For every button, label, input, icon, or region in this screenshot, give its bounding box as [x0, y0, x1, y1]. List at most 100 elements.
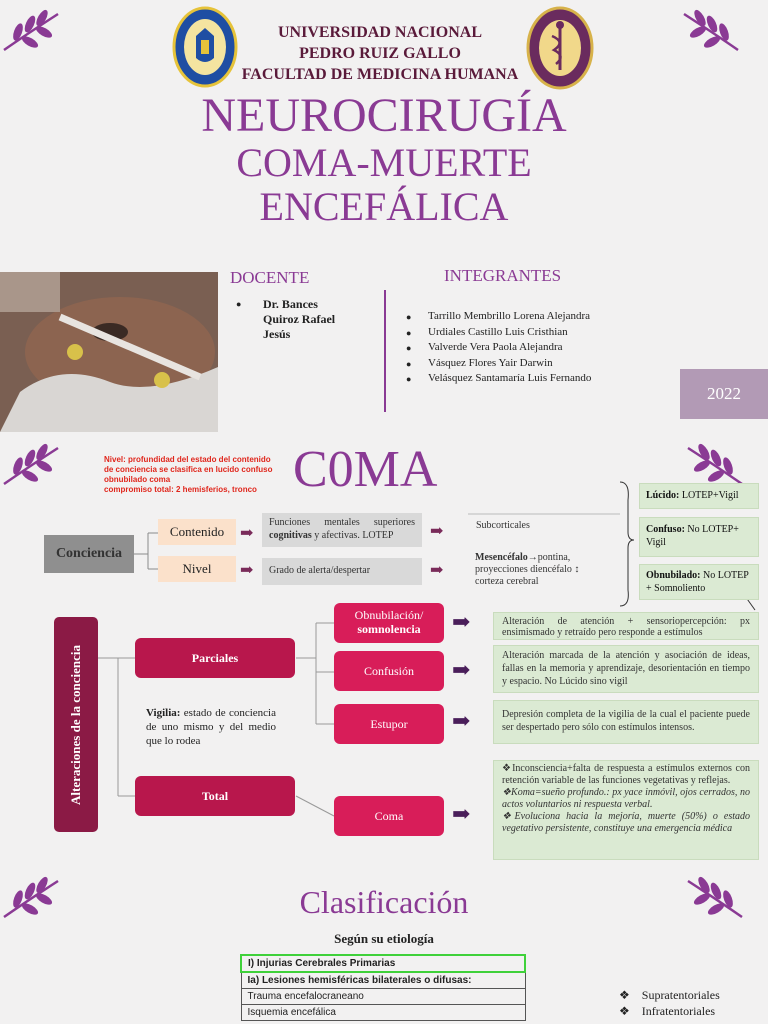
university-line: PEDRO RUIZ GALLO [299, 45, 461, 62]
contenido-box: Contenido [158, 519, 236, 545]
lucido-bold: Lúcido: [646, 490, 680, 501]
obnubilacion-box: Obnubilación/ somnolencia [334, 603, 444, 643]
arrow-right-icon: ➡ [430, 523, 444, 540]
diamond-bullet-icon: ❖ [619, 1004, 630, 1018]
leaf-sprig-icon [684, 442, 744, 487]
obnubilado-box: Obnubilado: No LOTEP + Somnoliento [639, 564, 759, 600]
subcorticales-label: Subcorticales [476, 520, 530, 531]
member-item: Velásquez Santamaría Luis Fernando [402, 371, 591, 387]
obnubilado-bold: Obnubilado: [646, 570, 701, 581]
mesencefalo-text: →pontina, proyecciones diencéfalo [475, 552, 572, 575]
arrow-right-icon: ➡ [452, 609, 471, 634]
etiology-table: I) Injurias Cerebrales Primarias Ia) Les… [240, 954, 526, 1021]
note-line: obnubilado coma [104, 475, 171, 484]
page-subtitle: COMA-MUERTE [236, 140, 532, 185]
obnubilacion-desc: Alteración de atención + sensoriopercepc… [493, 612, 759, 640]
funciones-box: Funciones mentales superiores cognitivas… [262, 513, 422, 547]
alteraciones-bar: Alteraciones de la conciencia [54, 617, 98, 832]
arrow-right-icon: ➡ [452, 708, 471, 733]
nivel-note: Nivel: profundidad del estado del conten… [104, 455, 273, 495]
docente-name: ● Dr. Bances Quiroz Rafael Jesús [236, 297, 336, 341]
table-row: Trauma encefalocraneano [240, 988, 526, 1005]
nivel-box: Nivel [158, 556, 236, 582]
member-item: Valverde Vera Paola Alejandra [402, 340, 591, 356]
note-line: compromiso total: 2 hemisferios, tronco [104, 485, 257, 494]
divider [384, 290, 386, 412]
leaf-sprig-icon [2, 8, 62, 53]
vigilia-bold: Vigilia: [146, 707, 181, 719]
page-title: NEUROCIRUGÍA [201, 89, 567, 142]
vigilia-definition: Vigilia: estado de conciencia de uno mis… [146, 706, 276, 748]
table-row: Isquemia encefálica [240, 1004, 526, 1021]
tentorial-list: ❖ Supratentoriales ❖ Infratentoriales [619, 987, 720, 1019]
arrow-right-icon: ➡ [452, 657, 471, 682]
obnubilado-text: No LOTEP + Somnoliento [646, 570, 749, 594]
list-item: ❖ Supratentoriales [619, 987, 720, 1003]
confuso-text: No LOTEP+ Vigil [646, 524, 739, 548]
vigilia-text: estado de conciencia de uno mismo y del … [146, 707, 276, 747]
mesencefalo-label: Mesencéfalo→pontina, proyecciones diencé… [475, 552, 580, 587]
members-list: Tarrillo Membrillo Lorena Alejandra Urdi… [402, 309, 591, 387]
leaf-sprig-icon [680, 8, 740, 53]
mesencefalo-bold: Mesencéfalo [475, 552, 528, 563]
parciales-box: Parciales [135, 638, 295, 678]
funciones-bold: cognitivas [269, 530, 312, 541]
conciencia-connectors [134, 481, 756, 611]
leaf-sprig-icon [684, 875, 744, 920]
coma-box: Coma [334, 796, 444, 836]
table-row: I) Injurias Cerebrales Primarias [240, 954, 526, 973]
funciones-text-end: y afectivas. LOTEP [311, 530, 394, 541]
leaf-sprig-icon [2, 875, 62, 920]
member-item: Urdiales Castillo Luis Cristhian [402, 325, 591, 340]
alteraciones-connectors [97, 622, 335, 817]
mesencefalo-text-end: corteza cerebral [475, 576, 539, 587]
obnubilacion-label-2: somnolencia [357, 622, 421, 636]
confuso-box: Confuso: No LOTEP+ Vigil [639, 517, 759, 557]
university-line: UNIVERSIDAD NACIONAL [277, 24, 483, 41]
coma-desc-item: ❖Evoluciona hacia la mejoría, muerte (50… [502, 811, 750, 834]
total-box: Total [135, 776, 295, 816]
coma-desc-item: ❖Inconsciencia+falta de respuesta a estí… [502, 763, 750, 786]
estupor-desc: Depresión completa de la vigilia de la c… [493, 700, 759, 744]
arrow-right-icon: ➡ [240, 525, 254, 542]
coma-title: C0MA [293, 441, 438, 498]
leaf-sprig-icon [2, 442, 62, 487]
clasificacion-subtitle: Según su etiología [334, 931, 434, 946]
confusion-box: Confusión [334, 651, 444, 691]
lucido-text: LOTEP+Vigil [679, 490, 739, 501]
member-item: Tarrillo Membrillo Lorena Alejandra [402, 309, 591, 325]
member-item: Vásquez Flores Yair Darwin [402, 356, 591, 371]
obnubilacion-label: Obnubilación/ [354, 608, 424, 622]
diamond-bullet-icon: ❖ [619, 988, 630, 1002]
note-line: de conciencia se clasifica en lucido con… [104, 465, 273, 474]
confusion-desc: Alteración marcada de la atención y asoc… [493, 645, 759, 693]
alteraciones-label: Alteraciones de la conciencia [68, 645, 83, 805]
clasificacion-title: Clasificación [299, 884, 469, 920]
university-line: FACULTAD DE MEDICINA HUMANA [241, 66, 519, 83]
list-item: ❖ Infratentoriales [619, 1003, 720, 1019]
university-header: UNIVERSIDAD NACIONAL PEDRO RUIZ GALLO FA… [170, 22, 590, 85]
docente-name-line: Jesús [263, 327, 291, 341]
grado-box: Grado de alerta/despertar [262, 558, 422, 585]
list-item-label: Infratentoriales [641, 1004, 716, 1018]
integrantes-heading: INTEGRANTES [444, 266, 562, 285]
medicine-faculty-logo [526, 6, 594, 90]
conciencia-box: Conciencia [44, 535, 134, 573]
arrow-right-icon: ➡ [240, 562, 254, 579]
table-row: Ia) Lesiones hemisféricas bilaterales o … [240, 971, 526, 989]
coma-patient-photo [0, 272, 218, 432]
arrow-right-icon: ➡ [430, 562, 444, 579]
note-line: Nivel: profundidad del estado del conten… [104, 455, 271, 464]
docente-heading: DOCENTE [230, 268, 310, 287]
confuso-bold: Confuso: [646, 524, 685, 535]
year-badge: 2022 [680, 369, 768, 419]
lucido-box: Lúcido: LOTEP+Vigil [639, 483, 759, 509]
coma-desc-item: ❖Koma=sueño profundo.: px yace inmóvil, … [502, 787, 750, 810]
estupor-box: Estupor [334, 704, 444, 744]
page-subtitle: ENCEFÁLICA [259, 184, 509, 229]
docente-name-line: Dr. Bances [263, 297, 318, 311]
university-logo [172, 6, 238, 88]
coma-desc: ❖Inconsciencia+falta de respuesta a estí… [493, 760, 759, 860]
arrow-right-icon: ➡ [452, 801, 471, 826]
list-item-label: Supratentoriales [641, 988, 720, 1002]
